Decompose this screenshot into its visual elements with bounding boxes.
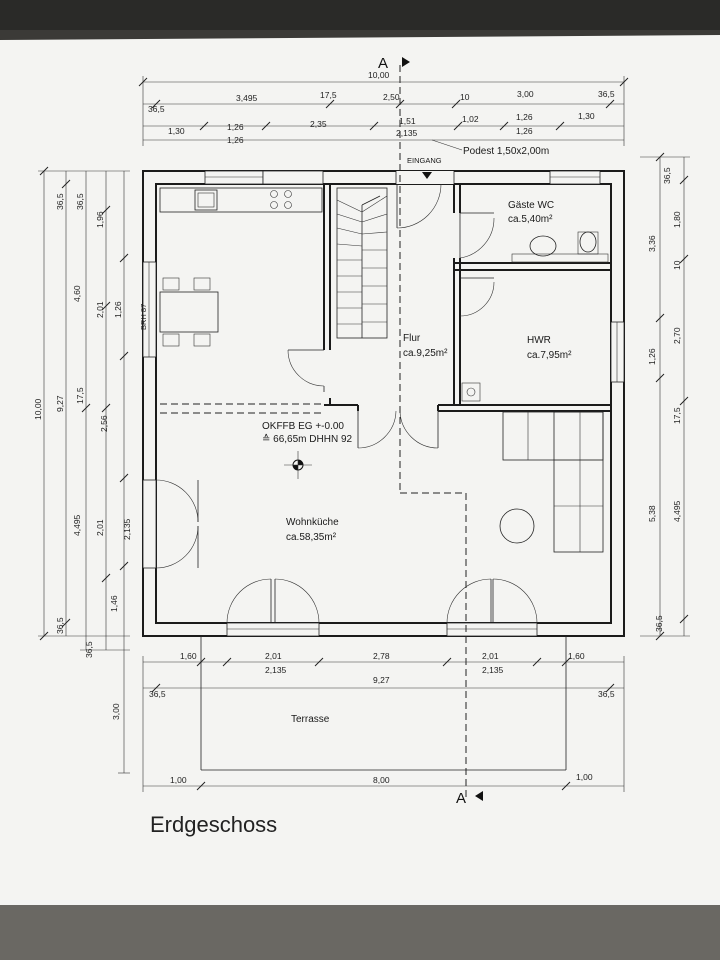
dim-left-c4-3: 2,01 — [95, 519, 105, 536]
dim-bottom-r4-2: 1,00 — [576, 772, 593, 782]
dim-bottom-r1-4: 1,60 — [568, 651, 585, 661]
section-line: A A — [378, 55, 483, 807]
dim-bottom-r4-1: 8,00 — [373, 775, 390, 785]
room-kitchen-area: ca.58,35m² — [286, 532, 337, 543]
dim-top-r1-2: 17,5 — [320, 90, 337, 100]
dim-right-i-3: 17,5 — [672, 407, 682, 424]
dim-top-r2-2: 2,35 — [310, 119, 327, 129]
sofa — [499, 411, 604, 553]
room-hwr-area: ca.7,95m² — [527, 350, 572, 361]
dimension-lines — [38, 76, 690, 792]
dim-bottom-r3-0: 36,5 — [149, 689, 166, 699]
dim-right-i-4: 4,495 — [672, 500, 682, 522]
dim-top-total: 10,00 — [368, 70, 390, 80]
dim-left-c3-3: 4,495 — [72, 514, 82, 536]
dim-top-r2-5: 1,26 — [516, 112, 533, 122]
dim-right-o-3: 5,38 — [647, 505, 657, 522]
dim-bottom-r3-1: 9,27 — [373, 675, 390, 685]
dim-right-o-2: 1,26 — [647, 348, 657, 365]
dim-top-r2-1: 1,26 — [227, 122, 244, 132]
dim-bottom-r1-3: 2,01 — [482, 651, 499, 661]
dim-top-r3-0: 1,26 — [227, 135, 244, 145]
room-wc-area: ca.5,40m² — [508, 214, 553, 225]
dim-right-i-1: 10 — [672, 260, 682, 270]
level-marker-icon — [284, 451, 312, 479]
dim-left-c3-4: 36,5 — [84, 641, 94, 658]
dining-table — [159, 277, 219, 347]
dim-top-r1-5: 3,00 — [517, 89, 534, 99]
dim-bottom-r1-0: 1,60 — [180, 651, 197, 661]
dim-left-c5-1: 2,135 — [122, 518, 132, 540]
terrace — [200, 636, 567, 771]
room-hall-area: ca.9,25m² — [403, 348, 448, 359]
interior-walls — [323, 184, 611, 412]
dim-bottom-r2-0: 2,135 — [265, 665, 287, 675]
wc-fixtures — [461, 231, 609, 402]
dim-left-c4-4: 1,46 — [109, 595, 119, 612]
room-hwr-name: HWR — [527, 335, 551, 346]
windows — [142, 170, 625, 637]
kitchen-counter — [159, 187, 323, 213]
room-terrace-name: Terrasse — [291, 714, 330, 725]
podest-label: Podest 1,50x2,00m — [463, 146, 549, 157]
dim-left-c5-0: 1,26 — [113, 301, 123, 318]
dim-top-r1-3: 2,50 — [383, 92, 400, 102]
entrance-arrow-icon — [422, 172, 432, 179]
section-mark-bottom: A — [456, 790, 466, 807]
dim-bottom-r3-2: 36,5 — [598, 689, 615, 699]
dim-right-o-0: 36,5 — [662, 167, 672, 184]
dim-top-r1-0: 36,5 — [148, 104, 165, 114]
dim-right-i-2: 2,70 — [672, 327, 682, 344]
dim-left-c2-2: 36,5 — [55, 617, 65, 634]
dim-bottom-r1-1: 2,01 — [265, 651, 282, 661]
dim-top-r2-0: 1,30 — [168, 126, 185, 136]
entrance-label: EINGANG — [407, 156, 442, 165]
dim-left-c3-0: 36,5 — [75, 193, 85, 210]
dim-left-c2-1: 9,27 — [55, 395, 65, 412]
page-title: Erdgeschoss — [150, 812, 277, 837]
dim-left-total: 10,00 — [33, 398, 43, 420]
section-mark-top: A — [378, 55, 388, 72]
level-label: OKFFB EG +-0.00 — [262, 421, 344, 432]
dimension-ticks — [39, 77, 689, 791]
brh-label: BRH 87 — [139, 304, 148, 330]
dim-left-c2-0: 36,5 — [55, 193, 65, 210]
exterior-walls — [142, 170, 625, 637]
dim-top-r1-1: 3,495 — [236, 93, 258, 103]
dim-right-o-4: 36,5 — [654, 615, 664, 632]
dim-top-r2-6: 1,30 — [578, 111, 595, 121]
dim-top-r2-4: 1,02 — [462, 114, 479, 124]
dim-right-i-0: 1,80 — [672, 211, 682, 228]
dim-left-c4-2: 2,56 — [99, 415, 109, 432]
dim-left-c3-1: 4,60 — [72, 285, 82, 302]
dim-right-o-1: 3,36 — [647, 235, 657, 252]
level-height-label: ≙ 66,65m DHHN 92 — [262, 433, 353, 445]
dim-top-r3-2: 1,26 — [516, 126, 533, 136]
dim-top-r1-4: 10 — [460, 92, 470, 102]
dim-top-r2-3: 1,51 — [399, 116, 416, 126]
room-hall-name: Flur — [403, 333, 421, 344]
dim-top-r3-1: 2,135 — [396, 128, 418, 138]
room-wc-name: Gäste WC — [508, 200, 554, 211]
door-swings — [155, 183, 538, 624]
staircase — [336, 187, 388, 339]
dim-bottom-r4-0: 1,00 — [170, 775, 187, 785]
overhead-line — [160, 403, 324, 414]
dim-bottom-r2-1: 2,135 — [482, 665, 504, 675]
dim-left-c4-1: 2,01 — [95, 301, 105, 318]
dim-left-c4-0: 1,96 — [95, 211, 105, 228]
dim-left-c4-5: 3,00 — [111, 703, 121, 720]
dim-left-c3-2: 17,5 — [75, 387, 85, 404]
dim-top-r1-6: 36,5 — [598, 89, 615, 99]
room-kitchen-name: Wohnküche — [286, 517, 339, 528]
dim-bottom-r1-2: 2,78 — [373, 651, 390, 661]
